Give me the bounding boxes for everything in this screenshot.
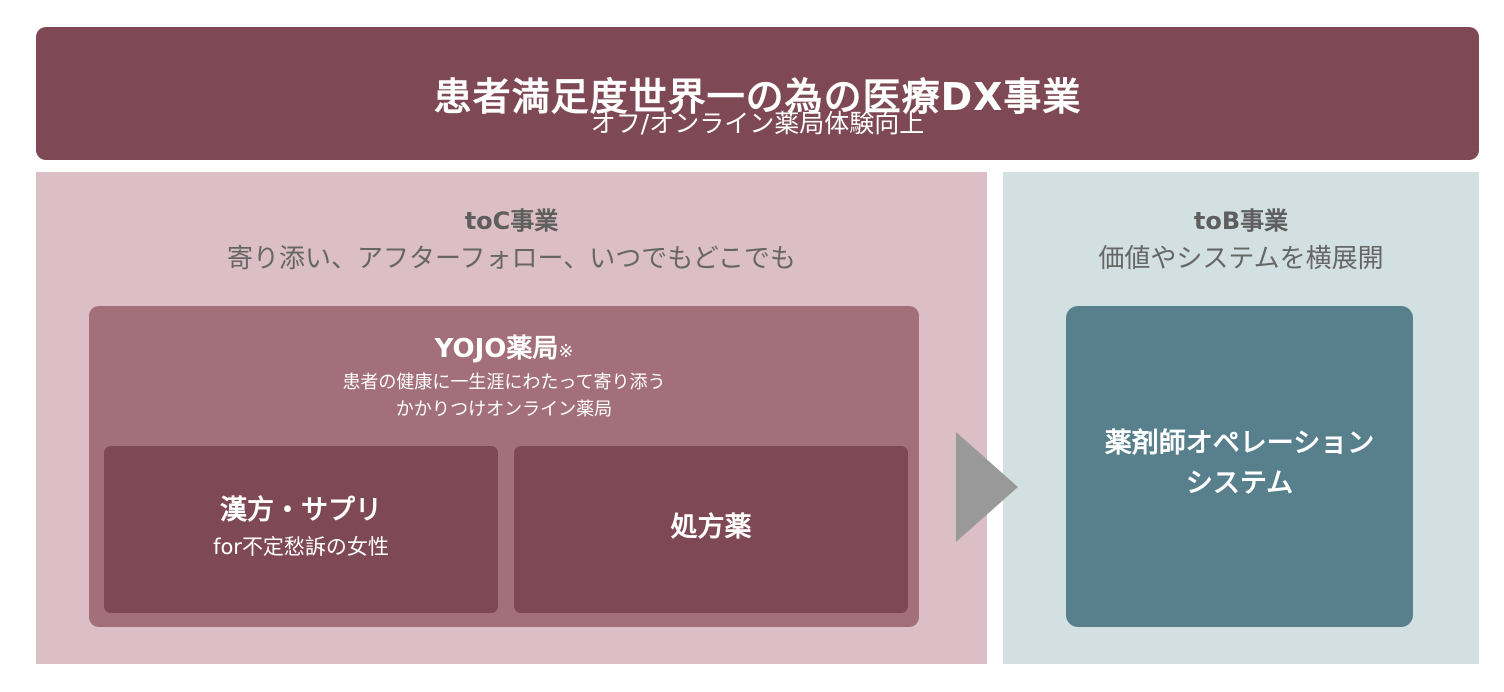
system-title-line2: システム [1185, 468, 1294, 499]
toc-subtitle: 寄り添い、アフターフォロー、いつでもどこでも [227, 244, 796, 274]
page-subtitle: オフ/オンライン薬局体験向上 [590, 109, 925, 138]
page-title: 患者満足度世界一の為の医療DX事業 [433, 75, 1082, 119]
right-arrow-icon [956, 432, 1018, 542]
yojo-title: YOJO薬局※ [89, 332, 919, 369]
kampo-supplement-box: 漢方・サプリ for不定愁訴の女性 [104, 446, 498, 613]
kampo-subtitle: for不定愁訴の女性 [213, 535, 389, 559]
yojo-name: YOJO薬局 [434, 334, 559, 364]
header-banner: 患者満足度世界一の為の医療DX事業 オフ/オンライン薬局体験向上 [36, 27, 1479, 160]
yojo-footnote-mark: ※ [558, 341, 574, 362]
pharmacist-operation-system-box: 薬剤師オペレーション システム [1066, 306, 1413, 627]
prescription-box: 処方薬 [514, 446, 908, 613]
tob-title: toB事業 [1193, 207, 1289, 235]
toc-title: toC事業 [464, 207, 559, 235]
prescription-title: 処方薬 [670, 512, 752, 543]
yojo-desc-line2: かかりつけオンライン薬局 [395, 399, 613, 420]
system-title-line1: 薬剤師オペレーション [1104, 428, 1375, 459]
kampo-title: 漢方・サプリ [220, 495, 382, 526]
tob-subtitle: 価値やシステムを横展開 [1098, 244, 1384, 274]
yojo-desc-line1: 患者の健康に一生涯にわたって寄り添う [342, 372, 666, 393]
